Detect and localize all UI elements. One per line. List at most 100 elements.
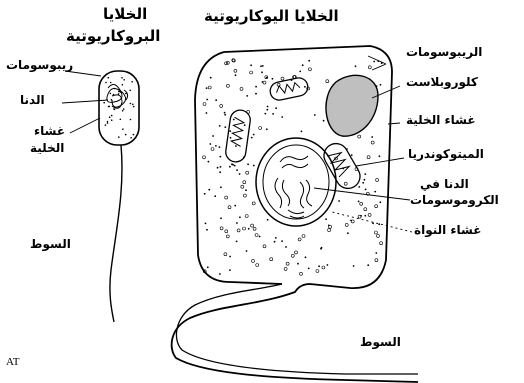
granule-dot [248,228,250,230]
granule-dot [209,143,211,145]
granule-dot [376,178,379,181]
prokaryote-ribosome-dot [105,82,107,84]
granule-dot [252,259,255,262]
label-euk-nuclear-membrane: غشاء النواة [414,224,481,238]
prokaryote-ribosome-dot [114,88,116,90]
prokaryote-ribosome-dot [123,79,125,81]
granule-dot [328,229,331,232]
granule-dot [235,145,237,147]
prokaryote-ribosome-dot [113,94,115,96]
granule-dot [327,264,329,266]
prokaryote-ribosome-dot [130,137,132,139]
granule-dot [236,222,238,224]
granule-dot [246,171,249,174]
granule-dot [285,246,287,248]
granule-dot [226,235,229,238]
granule-dot [380,84,382,86]
prokaryote-ribosome-dot [113,108,115,110]
granule-dot [239,216,241,218]
label-pro-dna: الدنا [20,94,45,108]
eukaryote-flagellum-inner [176,284,418,374]
granule-dot [281,116,283,118]
granule-dot [234,205,236,207]
granule-dot [329,225,332,228]
granule-dot [262,65,264,67]
leader-euk-ribosomes [368,56,386,64]
prokaryote-ribosome-dot [130,103,132,105]
label-pro-membrane-2: الخلية [30,142,64,156]
granule-dot [299,71,301,73]
prokaryote-ribosome-dot [123,108,125,110]
granule-dot [291,79,293,81]
granule-dot [230,137,232,139]
granule-dot [298,238,301,241]
granule-dot [243,181,246,184]
granule-dot [228,206,231,209]
granule-dot [308,60,310,62]
granule-dot [229,166,231,168]
granule-dot [251,137,253,139]
prokaryote-ribosome-dot [125,93,127,95]
granule-dot [379,201,381,203]
granule-dot [224,112,226,114]
title-prokaryote-line2: البروكاريوتية [66,28,160,45]
granule-dot [214,195,216,197]
nucleus-inner [263,145,329,219]
granule-dot [272,78,274,80]
granule-dot [342,168,344,170]
corner-mark: AT [6,356,19,369]
granule-dot [304,86,306,88]
granule-dot [355,65,357,67]
prokaryote-ribosome-dot [120,119,122,121]
prokaryote-ribosome-dot [105,124,107,126]
label-euk-ribosomes: الريبوسومات [406,46,482,60]
granule-dot [360,202,363,205]
prokaryote-ribosome-dot [110,93,112,95]
granule-dot [323,120,325,122]
granule-dot [302,235,305,238]
granule-dot [225,230,228,233]
granule-dot [347,232,349,234]
granule-dot [358,135,361,138]
granule-dot [255,86,257,88]
granule-dot [255,234,258,237]
granule-dot [266,128,268,130]
granule-dot [208,161,210,163]
prokaryote-ribosome-dot [131,81,133,83]
granule-dot [211,148,214,151]
granule-dot [338,200,340,202]
granule-dot [377,60,379,62]
granule-dot [358,186,360,188]
prokaryote-ribosome-dot [107,121,109,123]
prokaryote-ribosome-dot [118,91,120,93]
granule-dot [358,201,360,203]
granule-dot [253,165,255,167]
granule-dot [305,256,307,258]
granule-dot [240,87,243,90]
granule-dot [272,113,274,115]
leader-euk-ribosomes-2 [372,64,386,70]
granule-dot [229,269,231,271]
granule-dot [297,263,299,265]
granule-dot [219,125,221,127]
granule-dot [219,146,221,148]
granule-dot [235,74,237,76]
granule-dot [346,148,348,150]
granule-dot [207,266,209,268]
granule-dot [314,114,316,116]
granule-dot [250,64,252,66]
granule-dot [284,267,287,270]
granule-dot [375,259,378,262]
granule-dot [244,124,246,126]
granule-dot [300,272,303,275]
nucleus-outer [256,138,336,226]
label-euk-chloroplast: كلوروبلاست [406,76,478,90]
granule-dot [220,104,223,107]
granule-dot [351,154,353,156]
granule-dot [255,93,257,95]
label-pro-membrane-1: غشاء [34,125,65,139]
granule-dot [212,135,214,137]
prokaryote-ribosome-dot [108,106,110,108]
granule-dot [364,173,366,175]
granule-dot [286,262,289,265]
